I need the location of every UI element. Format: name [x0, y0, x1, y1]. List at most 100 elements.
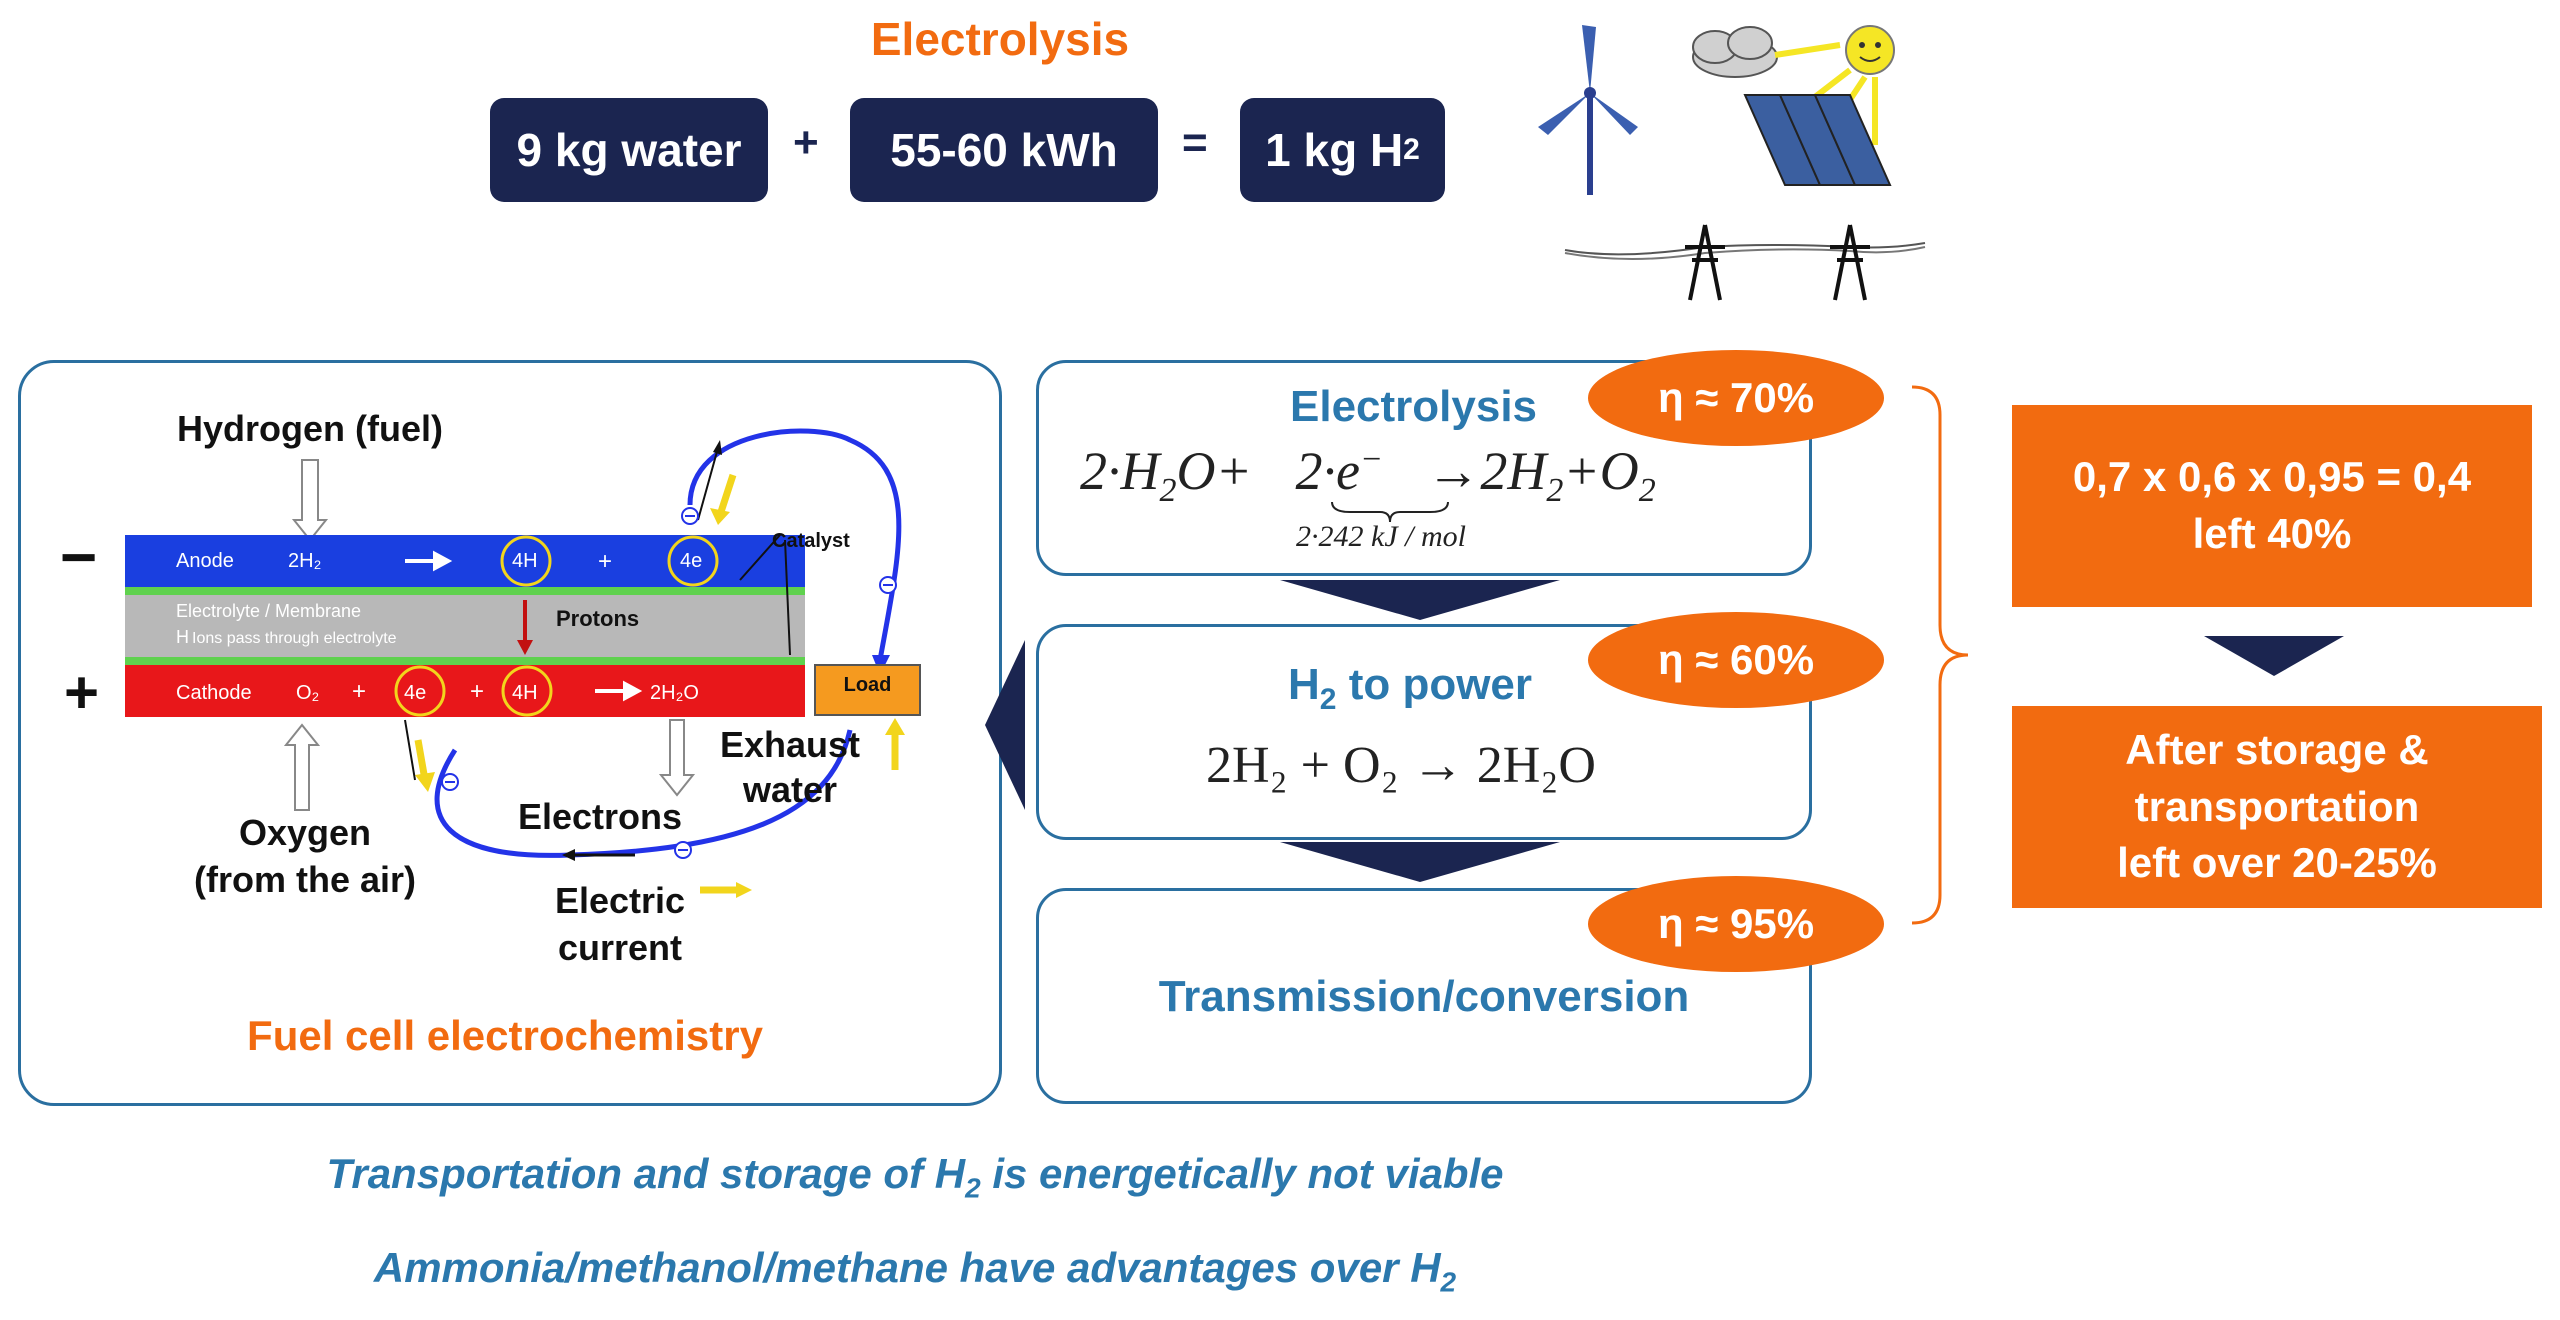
exhaust-label: Exhaust water [690, 722, 890, 812]
after-storage-line3: left over 20-25% [2117, 839, 2437, 887]
formula-underbrace [1331, 501, 1449, 523]
oxygen-label: Oxygen (from the air) [155, 810, 455, 904]
cathode-flow-arrow [595, 680, 643, 702]
oxygen-label-line1: Oxygen [238, 812, 372, 853]
cathode-o2: O₂ [296, 682, 320, 704]
cathode-plus-sign: + [64, 659, 100, 726]
total-efficiency-left: left 40% [2192, 510, 2352, 557]
wind-turbine-icon [1538, 25, 1638, 195]
cathode-plus-1: + [352, 678, 367, 705]
electrons-label: Electrons [517, 796, 683, 837]
hydrogen-label: Hydrogen (fuel) [177, 408, 443, 449]
current-arrow-top [716, 473, 737, 517]
anode-catalyst [125, 587, 805, 595]
plus-operator: + [793, 118, 819, 167]
step-arrow-1 [1280, 580, 1560, 620]
power-formula: 2H₂ + O₂ → 2H₂O [1206, 737, 1596, 794]
footer-line-1-suffix: is energetically not viable [980, 1150, 1504, 1197]
total-efficiency-calc: 0,7 x 0,6 x 0,95 = 0,4 [2072, 453, 2472, 501]
formula-end: +O [1563, 441, 1639, 501]
electric-current-line2: current [557, 926, 683, 968]
eta-transmission-badge: η ≈ 95% [1588, 876, 1884, 972]
oxygen-inlet-arrow [283, 723, 321, 811]
anode-h2: 2H₂ [288, 550, 322, 572]
fuel-cell-caption: Fuel cell electrochemistry [247, 1012, 763, 1059]
footer-line-1: Transportation and storage of H2 is ener… [0, 1150, 1830, 1204]
step-transmission-title: Transmission/conversion [1158, 972, 1690, 1021]
fuel-cell-diagram [125, 428, 921, 898]
electrolyte-layer [125, 595, 805, 657]
after-storage-line2: transportation [2134, 782, 2420, 830]
footer-line-2: Ammonia/methanol/methane have advantages… [0, 1244, 1830, 1298]
cathode-h2o: 2H₂O [650, 682, 699, 704]
electrolyte-ions-label: Ions pass through electrolyte [192, 630, 397, 647]
step-power-title: H2 to power [1288, 660, 1532, 717]
step-power-title-prefix: H [1288, 660, 1320, 709]
result-box-sub: 2 [1403, 133, 1420, 166]
pointer-to-fuel-cell [985, 640, 1025, 810]
footer-line-1-prefix: Transportation and storage of H [326, 1150, 966, 1197]
step-power-title-suffix: to power [1336, 660, 1533, 709]
solar-panels-icon [1743, 94, 1892, 186]
step-electrolysis-title: Electrolysis [1290, 382, 1538, 431]
eta-electrolysis-badge: η ≈ 70% [1588, 350, 1884, 446]
formula-e: 2·e [1295, 441, 1360, 501]
electrolyte-label: Electrolyte / Membrane [176, 601, 362, 621]
after-storage-line1: After storage & [2125, 725, 2429, 773]
catalyst-label: Catalyst [772, 530, 850, 552]
step-power-title-sub: 2 [1319, 682, 1337, 716]
formula-e-sup: − [1359, 441, 1383, 478]
equals-operator: = [1182, 118, 1208, 167]
current-arrow-bottom [414, 739, 429, 781]
protons-label: Protons [556, 606, 640, 631]
oxygen-label-line2: (from the air) [193, 858, 416, 900]
anode-label: Anode [176, 550, 234, 572]
result-box-prefix: 1 kg H [1265, 124, 1404, 176]
cathode-4h: 4H [512, 682, 538, 704]
exhaust-label-line2: water [742, 769, 838, 810]
exhaust-arrow [658, 719, 696, 797]
electric-current-label: Electric current [520, 878, 720, 972]
exhaust-label-line1: Exhaust [719, 724, 861, 765]
formula-sub3: 2 [1638, 471, 1656, 509]
anode-4h: 4H [512, 550, 538, 572]
electric-current-line1: Electric [554, 880, 686, 921]
efficiency-bracket [1911, 385, 1969, 925]
eta-power-badge: η ≈ 60% [1588, 612, 1884, 708]
cathode-plus-2: + [470, 678, 485, 705]
anode-4e-circle [667, 535, 719, 587]
formula-arrow: →2H [1426, 441, 1547, 501]
cathode-label: Cathode [176, 682, 252, 704]
total-efficiency-box: 0,7 x 0,6 x 0,95 = 0,4 left 40% [2012, 405, 2532, 607]
electrolyte-h: H [176, 627, 189, 647]
cathode-4e-circle [394, 665, 446, 717]
cathode-catalyst [125, 657, 805, 665]
step-arrow-2 [1280, 842, 1560, 882]
cathode-4e: 4e [404, 682, 427, 704]
catalyst-pointer [739, 534, 791, 656]
electrolysis-formula: 2·H2O+ 2·e− →2H2+O2 [1080, 440, 1656, 510]
anode-minus-sign: − [60, 521, 98, 593]
formula-left: 2·H [1080, 441, 1160, 501]
footer-line-2-sub: 2 [1440, 1266, 1457, 1298]
footer-line-1-sub: 2 [965, 1172, 981, 1204]
summary-arrow [2204, 636, 2344, 676]
anode-4h-circle [500, 535, 552, 587]
load-box [814, 664, 921, 716]
header-title: Electrolysis [870, 13, 1130, 65]
water-box: 9 kg water [490, 98, 768, 202]
anode-plus: + [598, 548, 613, 575]
formula-sub1: 2 [1159, 471, 1177, 509]
renewables-illustration [1538, 25, 1926, 301]
anode-layer [125, 535, 805, 587]
power-lines-icon [1564, 224, 1926, 301]
cloud-icon [1692, 26, 1778, 78]
cathode-layer [125, 665, 805, 717]
formula-sub2: 2 [1546, 471, 1564, 509]
energy-box: 55-60 kWh [850, 98, 1158, 202]
hydrogen-inlet-arrow [291, 459, 329, 542]
footer-line-2-prefix: Ammonia/methanol/methane have advantages… [373, 1244, 1441, 1291]
after-storage-box: After storage & transportation left over… [2012, 706, 2542, 908]
anode-4e: 4e [680, 550, 703, 572]
